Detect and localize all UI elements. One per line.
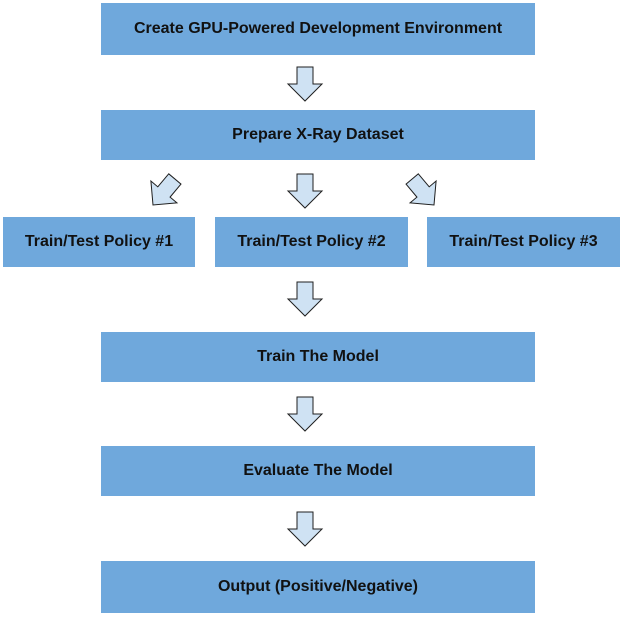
step-policy-2: Train/Test Policy #2 [215,217,408,267]
arrow-down-right-icon [398,167,448,217]
arrow-down-icon [287,66,323,102]
step-evaluate-model: Evaluate The Model [101,446,535,496]
step-policy-2-label: Train/Test Policy #2 [237,233,386,250]
step-policy-3-label: Train/Test Policy #3 [449,233,598,250]
step-train-model: Train The Model [101,332,535,382]
step-train-model-label: Train The Model [257,348,379,365]
arrow-down-icon [287,396,323,432]
step-policy-1: Train/Test Policy #1 [3,217,195,267]
step-output-label: Output (Positive/Negative) [217,578,419,595]
step-create-environment-label: Create GPU-Powered Development Environme… [133,20,503,37]
step-output: Output (Positive/Negative) [101,561,535,613]
step-create-environment: Create GPU-Powered Development Environme… [101,3,535,55]
step-evaluate-model-label: Evaluate The Model [243,462,393,479]
step-policy-3: Train/Test Policy #3 [427,217,620,267]
step-prepare-dataset-label: Prepare X-Ray Dataset [232,126,404,143]
arrow-down-icon [287,173,323,209]
arrow-down-icon [287,281,323,317]
step-prepare-dataset: Prepare X-Ray Dataset [101,110,535,160]
arrow-down-icon [287,511,323,547]
arrow-down-left-icon [139,167,189,217]
step-policy-1-label: Train/Test Policy #1 [24,233,174,250]
